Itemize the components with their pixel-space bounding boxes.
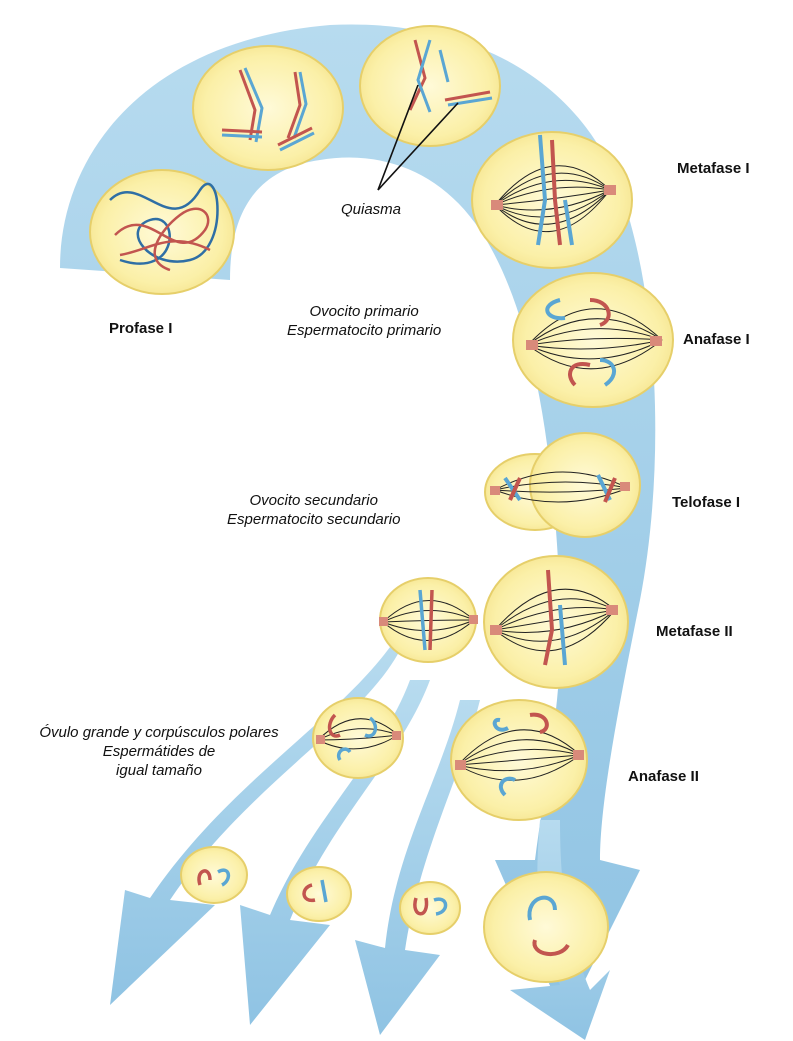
cell-profase-c	[360, 26, 500, 146]
label-quiasma: Quiasma	[341, 200, 401, 219]
label-secondary-line-1: Ovocito secundario	[227, 491, 400, 510]
label-telofase-1: Telofase I	[672, 494, 740, 511]
cell-telofase-1	[485, 433, 640, 537]
cell-metafase-2-large	[484, 556, 628, 688]
label-secondary-cell: Ovocito secundario Espermatocito secunda…	[227, 491, 400, 529]
final-cell-2	[287, 867, 351, 921]
label-anafase-1: Anafase I	[683, 331, 750, 348]
label-anafase-2: Anafase II	[628, 768, 699, 785]
cell-metafase-2-small	[379, 578, 478, 662]
label-final-line-1: Óvulo grande y corpúsculos polares	[20, 723, 298, 742]
label-metafase-2: Metafase II	[656, 623, 733, 640]
final-cell-3	[400, 882, 460, 934]
label-primary-line-2: Espermatocito primario	[287, 321, 441, 340]
cell-anafase-1	[513, 273, 673, 407]
final-cell-1	[181, 847, 247, 903]
final-cell-4-ovum	[484, 872, 608, 982]
label-final-line-3: igual tamaño	[20, 761, 298, 780]
label-metafase-1: Metafase I	[677, 160, 750, 177]
label-primary-line-1: Ovocito primario	[287, 302, 441, 321]
label-primary-cell: Ovocito primario Espermatocito primario	[287, 302, 441, 340]
cell-anafase-2-small	[313, 698, 403, 778]
label-final-cells: Óvulo grande y corpúsculos polares Esper…	[20, 723, 298, 780]
cell-anafase-2-large	[451, 700, 587, 820]
label-profase-1: Profase I	[109, 320, 172, 337]
label-final-line-2: Espermátides de	[20, 742, 298, 761]
cell-metafase-1	[472, 132, 632, 268]
cell-profase-a	[90, 170, 234, 294]
label-secondary-line-2: Espermatocito secundario	[227, 510, 400, 529]
cell-profase-b	[193, 46, 343, 170]
